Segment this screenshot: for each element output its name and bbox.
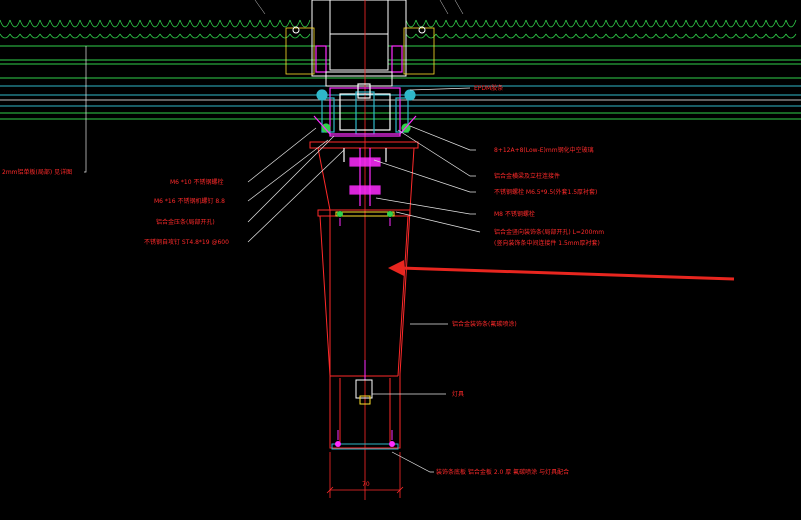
label-light: 灯具 xyxy=(452,390,464,398)
label-alu-frame-2: (竖向装饰条中间连接件 1.5mm厚衬套) xyxy=(494,239,600,247)
mullion-upper xyxy=(285,0,435,87)
fin-profile xyxy=(309,141,419,449)
lamp xyxy=(355,360,373,405)
top-scallop-left xyxy=(0,19,311,39)
label-bottom-note: 装饰条底板 铝合金板 2.0 厚 氟碳喷涂 与灯具配合 xyxy=(436,468,569,476)
clamp-assembly xyxy=(313,83,417,137)
bolt-column xyxy=(343,148,387,206)
leader-lines xyxy=(84,46,481,473)
label-alu-frame-1: 铝合金竖向装饰条(局部开孔) L=200mm xyxy=(494,228,604,236)
inner-plate xyxy=(335,211,395,226)
label-cover-screw: 不锈钢自攻钉 ST4.8*19 @600 xyxy=(144,238,229,246)
dimension-70 xyxy=(326,452,404,498)
label-m6-10: M6 *10 不锈钢螺栓 xyxy=(170,178,223,186)
label-profile: 铝合金横梁及立柱连接件 xyxy=(494,172,560,180)
label-2mm-panel: 2mm铝单板(局部) 见详图 xyxy=(2,168,72,176)
dimension-label: 70 xyxy=(362,481,370,488)
label-fin: 铝合金装饰条(氟碳喷涂) xyxy=(452,320,517,328)
label-bolt: M8 不锈钢螺栓 xyxy=(494,210,535,218)
label-alu-seal: 铝合金压条(局部开孔) xyxy=(156,218,215,226)
label-glass: 8+12A+8(Low-E)mm钢化中空玻璃 xyxy=(494,146,594,154)
top-scallop-right xyxy=(405,19,797,39)
bottom-plate xyxy=(331,430,399,450)
label-epdm: EPDM胶条 xyxy=(474,84,503,92)
label-m8: 不锈钢螺栓 M6.5*9.5(外套1.5厚衬套) xyxy=(494,188,597,196)
label-m6-16: M6 *16 不锈钢机螺钉 8.8 xyxy=(154,197,225,205)
red-arrow xyxy=(388,260,735,281)
top-hatch xyxy=(254,0,464,15)
